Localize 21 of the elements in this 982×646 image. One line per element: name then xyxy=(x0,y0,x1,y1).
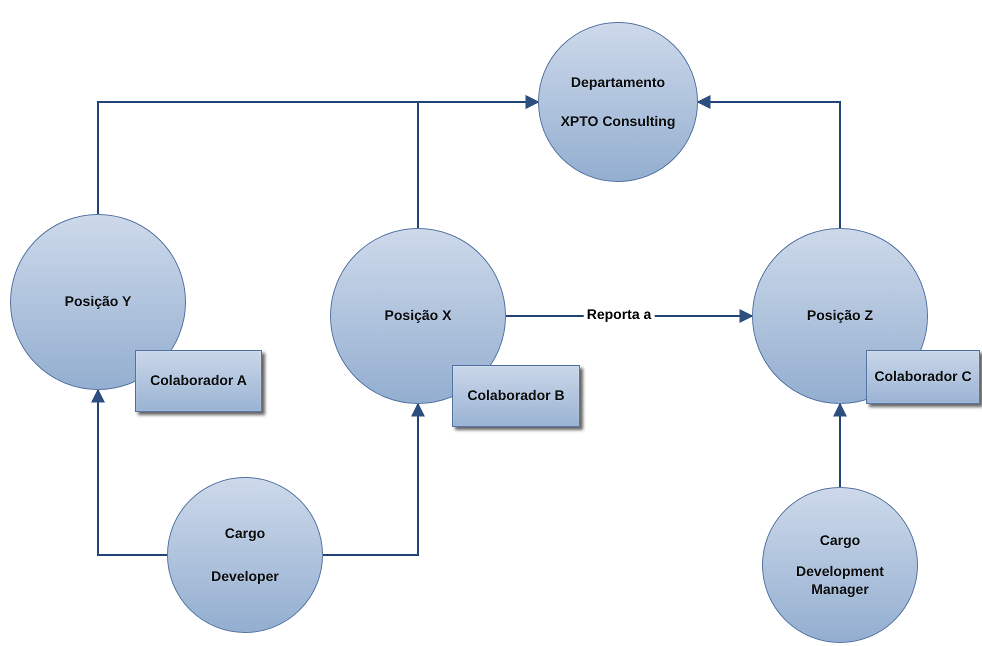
node-text: Posição Z xyxy=(806,307,874,325)
node-text: Cargo xyxy=(224,524,266,542)
node-text: Developer xyxy=(211,568,279,586)
connector-arrow xyxy=(417,95,540,228)
edge-label: Reporta a xyxy=(584,306,654,322)
node-text: Colaborador A xyxy=(150,372,247,390)
node-text: Posição Y xyxy=(64,293,132,311)
node-text: XPTO Consulting xyxy=(560,113,676,130)
node-text: Development Manager xyxy=(795,563,885,598)
connector-arrow xyxy=(91,388,167,556)
connector-arrow xyxy=(833,402,847,487)
employee-box xyxy=(452,365,580,427)
node-text: Cargo xyxy=(820,532,860,550)
connector-arrow xyxy=(696,95,841,228)
connector-arrow xyxy=(323,402,425,556)
node-text: Colaborador C xyxy=(874,368,972,386)
node-text: Colaborador B xyxy=(467,387,565,405)
node-text: Departamento xyxy=(570,74,666,91)
node-text: Posição X xyxy=(384,307,452,325)
employee-box xyxy=(135,350,262,412)
employee-box xyxy=(866,350,980,404)
